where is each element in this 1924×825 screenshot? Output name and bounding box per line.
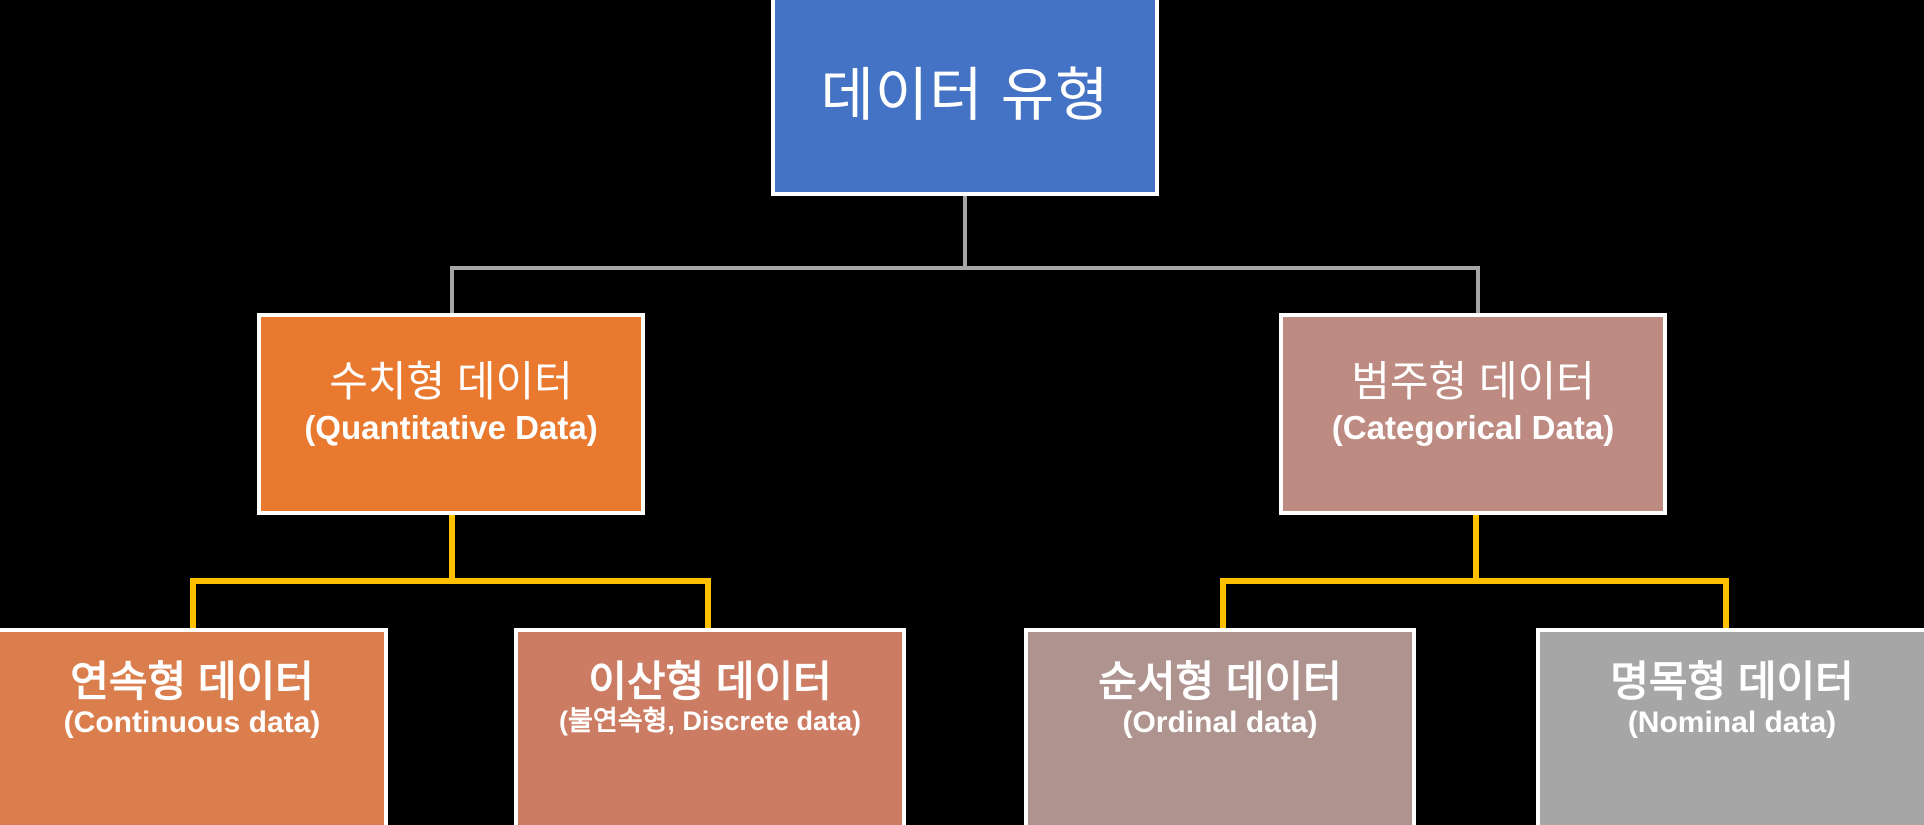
node-nominal-label-en: (Nominal data) <box>1627 705 1837 739</box>
connector-level1-horizontal <box>450 266 1480 270</box>
node-nominal-label-ko: 명목형 데이터 <box>1610 658 1854 705</box>
connector-quantitative-stem <box>449 515 455 578</box>
node-ordinal-label-en: (Ordinal data) <box>1122 705 1318 739</box>
node-ordinal-data[interactable]: 순서형 데이터 (Ordinal data) <box>1024 628 1416 825</box>
connector-to-quantitative <box>450 266 454 314</box>
node-ordinal-label-ko: 순서형 데이터 <box>1098 658 1342 705</box>
node-discrete-label-ko: 이산형 데이터 <box>588 658 832 705</box>
connector-categorical-horizontal <box>1220 578 1729 584</box>
node-quantitative-label-ko: 수치형 데이터 <box>329 358 573 406</box>
node-quantitative-data[interactable]: 수치형 데이터 (Quantitative Data) <box>257 313 645 515</box>
node-nominal-data[interactable]: 명목형 데이터 (Nominal data) <box>1536 628 1924 825</box>
connector-root-stem <box>963 196 967 266</box>
node-categorical-data[interactable]: 범주형 데이터 (Categorical Data) <box>1279 313 1667 515</box>
node-discrete-label-en: (불연속형, Discrete data) <box>559 705 861 736</box>
node-quantitative-label-en: (Quantitative Data) <box>304 408 598 446</box>
node-root-label-ko: 데이터 유형 <box>820 63 1110 129</box>
connector-to-nominal <box>1723 578 1729 628</box>
node-data-type-root[interactable]: 데이터 유형 <box>771 0 1159 196</box>
node-continuous-label-ko: 연속형 데이터 <box>70 658 314 705</box>
node-continuous-label-en: (Continuous data) <box>63 705 321 739</box>
connector-categorical-stem <box>1473 515 1479 578</box>
connector-to-continuous <box>190 578 196 628</box>
connector-to-ordinal <box>1220 578 1226 628</box>
node-continuous-data[interactable]: 연속형 데이터 (Continuous data) <box>0 628 388 825</box>
connector-quantitative-horizontal <box>190 578 711 584</box>
node-categorical-label-en: (Categorical Data) <box>1331 408 1615 446</box>
node-categorical-label-ko: 범주형 데이터 <box>1351 358 1595 406</box>
node-discrete-data[interactable]: 이산형 데이터 (불연속형, Discrete data) <box>514 628 906 825</box>
connector-to-categorical <box>1476 266 1480 314</box>
connector-to-discrete <box>705 578 711 628</box>
